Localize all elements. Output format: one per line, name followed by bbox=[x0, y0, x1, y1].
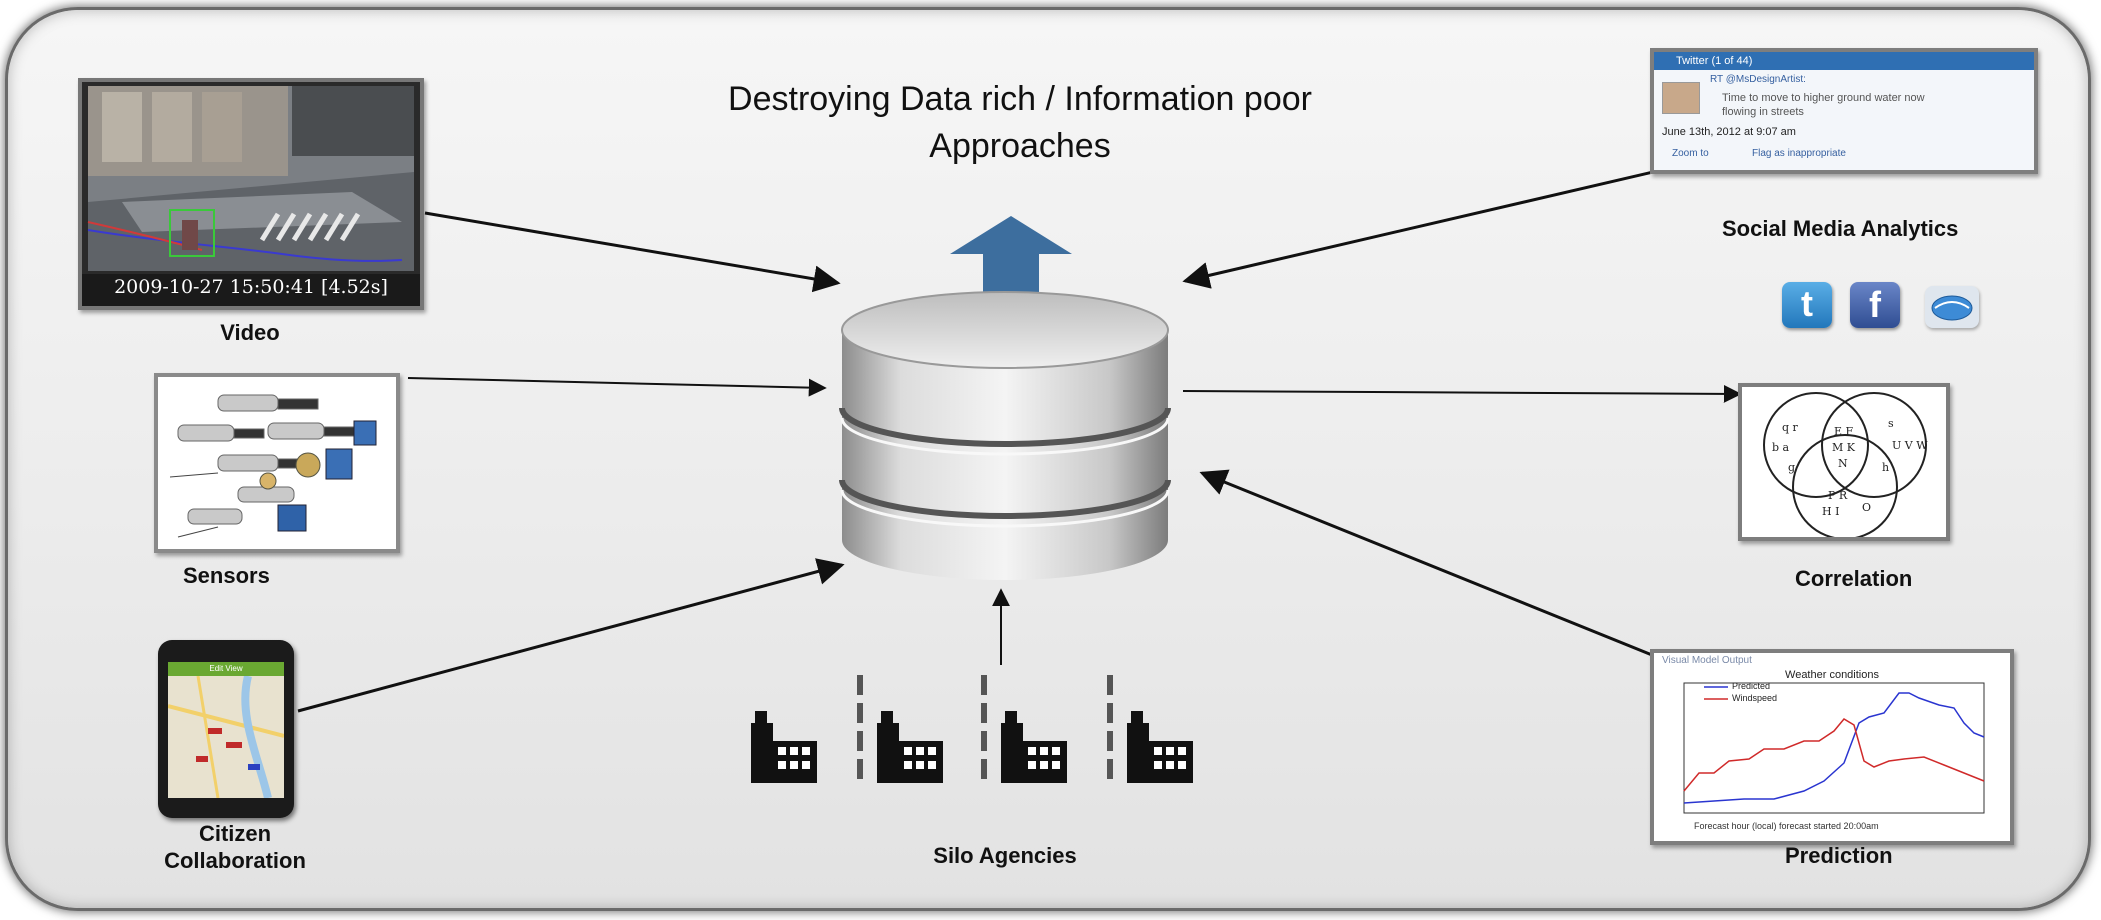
prediction-panel: Visual Model Output Weather conditions P… bbox=[1650, 649, 2014, 845]
svg-text:g: g bbox=[1788, 461, 1795, 474]
building-icon bbox=[1001, 711, 1067, 783]
building-icon bbox=[877, 711, 943, 783]
title-line-1: Destroying Data rich / Information poor bbox=[728, 80, 1312, 118]
title-line-2: Approaches bbox=[929, 127, 1111, 165]
twitter-flag-link: Flag as inappropriate bbox=[1752, 148, 1846, 159]
citizen-phone: Edit View bbox=[158, 640, 294, 818]
phone-screen: Edit View bbox=[168, 662, 284, 798]
prediction-legend-2: Windspeed bbox=[1732, 693, 1778, 703]
label-citizen-collaboration: Citizen Collaboration bbox=[150, 820, 320, 874]
label-collaboration: Collaboration bbox=[164, 848, 306, 873]
prediction-chart-image bbox=[1683, 682, 1985, 814]
label-silo-agencies: Silo Agencies bbox=[933, 843, 1077, 868]
prediction-chart-title: Weather conditions bbox=[1785, 669, 1879, 681]
silo-agencies-image bbox=[751, 675, 1193, 783]
label-social-media-analytics: Social Media Analytics bbox=[1722, 216, 1959, 241]
svg-text:H I: H I bbox=[1822, 505, 1839, 518]
diagram-title: Destroying Data rich / Information poor … bbox=[660, 76, 1380, 170]
output-up-arrow-icon bbox=[950, 216, 1072, 312]
label-correlation: Correlation bbox=[1795, 566, 1913, 591]
video-timestamp: 2009-10-27 15:50:41 [4.52s] bbox=[114, 276, 388, 298]
svg-text:O: O bbox=[1862, 501, 1871, 514]
label-citizen: Citizen bbox=[198, 821, 272, 846]
twitter-avatar bbox=[1662, 82, 1700, 114]
building-icon bbox=[751, 711, 817, 783]
svg-text:q r: q r bbox=[1782, 421, 1799, 434]
twitter-icon: t bbox=[1782, 282, 1832, 328]
svg-text:b a: b a bbox=[1772, 441, 1790, 454]
prediction-header: Visual Model Output bbox=[1662, 655, 1752, 666]
twitter-header: Twitter (1 of 44) bbox=[1654, 52, 2034, 70]
svg-text:h: h bbox=[1882, 461, 1889, 474]
phone-app-bar: Edit View bbox=[168, 662, 284, 676]
arrow-video-to-db bbox=[424, 211, 841, 293]
label-video: Video bbox=[220, 320, 280, 345]
facebook-icon: f bbox=[1850, 282, 1900, 328]
venn-diagram-image: q r b a g E F M K N s U V Wh P R H I O bbox=[1763, 392, 1928, 540]
video-panel: 2009-10-27 15:50:41 [4.52s] bbox=[78, 78, 424, 310]
arrow-prediction-to-db bbox=[1199, 469, 1653, 657]
phone-map-image bbox=[168, 675, 284, 798]
twitter-date: June 13th, 2012 at 9:07 am bbox=[1662, 126, 1796, 138]
svg-text:M K: M K bbox=[1832, 441, 1856, 454]
arrow-citizen-to-db bbox=[297, 558, 845, 713]
label-prediction: Prediction bbox=[1785, 843, 1893, 868]
svg-text:s: s bbox=[1888, 417, 1894, 430]
arrow-db-to-correlation bbox=[1182, 384, 1742, 403]
prediction-xlabel: Forecast hour (local) forecast started 2… bbox=[1694, 821, 1879, 831]
label-sensors: Sensors bbox=[183, 563, 270, 588]
twitter-panel: Twitter (1 of 44) RT @MsDesignArtist: Ti… bbox=[1650, 48, 2038, 174]
prediction-legend-1: Predicted bbox=[1732, 681, 1771, 691]
svg-text:U V W: U V W bbox=[1892, 439, 1928, 452]
database-icon bbox=[839, 291, 1171, 580]
network-globe-icon bbox=[1925, 286, 1979, 328]
twitter-text-2: flowing in streets bbox=[1722, 106, 1804, 118]
arrow-sensors-to-db bbox=[407, 377, 827, 397]
svg-text:N: N bbox=[1838, 457, 1848, 470]
twitter-text-1: Time to move to higher ground water now bbox=[1722, 92, 1925, 104]
arrow-social-to-db bbox=[1182, 170, 1654, 289]
twitter-handle: RT @MsDesignArtist: bbox=[1710, 74, 1806, 85]
svg-text:P R: P R bbox=[1828, 489, 1848, 502]
twitter-zoom-link: Zoom to bbox=[1672, 148, 1709, 159]
svg-text:E F: E F bbox=[1834, 425, 1854, 438]
building-icon bbox=[1127, 711, 1193, 783]
sensors-image bbox=[169, 394, 377, 538]
video-frame-image bbox=[82, 82, 420, 306]
sensors-panel bbox=[154, 373, 400, 553]
